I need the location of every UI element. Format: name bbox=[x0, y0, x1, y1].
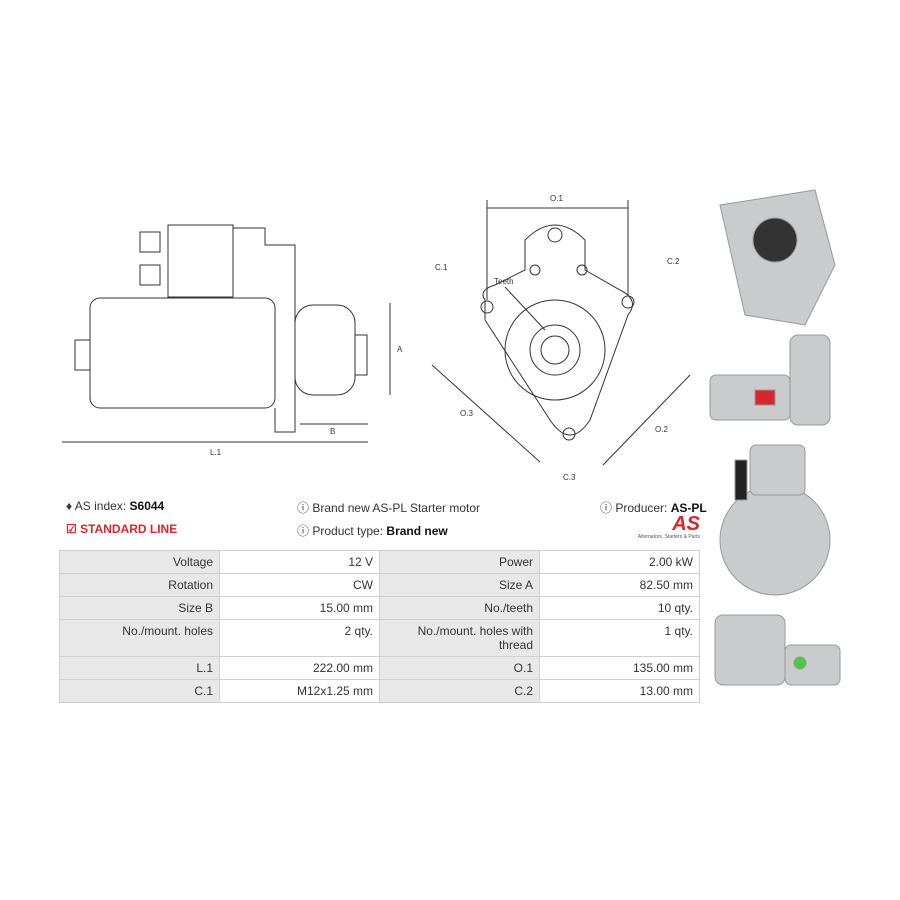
spec-label: Voltage bbox=[59, 550, 220, 574]
as-index-value: S6044 bbox=[129, 499, 165, 513]
technical-drawing: L.1 B A O.1 C.1 C.2 C.3 Teeth O.3 O.2 bbox=[62, 194, 691, 482]
label-teeth: Teeth bbox=[494, 277, 514, 286]
label-o1: O.1 bbox=[550, 194, 563, 203]
spec-label: Size B bbox=[59, 596, 220, 620]
spec-label: No./teeth bbox=[379, 596, 540, 620]
logo-tagline: Alternators, Starters & Parts bbox=[637, 534, 700, 540]
label-o2: O.2 bbox=[655, 425, 668, 434]
spec-label: L.1 bbox=[59, 656, 220, 680]
label-b: B bbox=[330, 427, 335, 436]
product-photo-front bbox=[719, 189, 836, 326]
spec-value: 2 qty. bbox=[219, 619, 380, 657]
product-photo-angle bbox=[714, 614, 841, 686]
info-icon: ⓘ bbox=[297, 524, 310, 538]
product-type-label: Product type: bbox=[312, 524, 384, 538]
checkbox-icon: ☑ bbox=[66, 522, 77, 536]
producer-label: Producer: bbox=[615, 501, 668, 515]
label-c1: C.1 bbox=[435, 263, 448, 272]
logo-text: AS bbox=[672, 513, 700, 535]
product-type: ⓘ Product type: Brand new bbox=[297, 522, 448, 539]
spec-label: No./mount. holes with thread bbox=[379, 619, 540, 657]
spec-label: C.2 bbox=[379, 679, 540, 703]
label-a: A bbox=[397, 345, 403, 354]
spec-value: 222.00 mm bbox=[219, 656, 380, 680]
spec-value: 135.00 mm bbox=[539, 656, 700, 680]
label-o3: O.3 bbox=[460, 409, 473, 418]
label-c2: C.2 bbox=[667, 257, 680, 266]
product-photo-side bbox=[709, 334, 831, 426]
spec-label: Power bbox=[379, 550, 540, 574]
description-text: Brand new AS-PL Starter motor bbox=[312, 501, 480, 515]
tag-icon: ♦ bbox=[66, 499, 73, 513]
producer-value: AS-PL bbox=[670, 501, 707, 515]
as-index: ♦ AS index: S6044 bbox=[66, 499, 164, 513]
standard-line-label: STANDARD LINE bbox=[80, 522, 178, 536]
info-icon: ⓘ bbox=[297, 501, 310, 515]
spec-value: 1 qty. bbox=[539, 619, 700, 657]
label-c3: C.3 bbox=[563, 473, 576, 482]
product-photos bbox=[709, 189, 841, 686]
spec-value: 2.00 kW bbox=[539, 550, 700, 574]
product-photo-rear bbox=[719, 444, 831, 596]
front-view-drawing bbox=[431, 200, 691, 466]
spec-value: 12 V bbox=[219, 550, 380, 574]
spec-value: 10 qty. bbox=[539, 596, 700, 620]
info-icon: ⓘ bbox=[600, 501, 613, 515]
description: ⓘ Brand new AS-PL Starter motor bbox=[297, 499, 480, 516]
spec-value: M12x1.25 mm bbox=[219, 679, 380, 703]
spec-value: 82.50 mm bbox=[539, 573, 700, 597]
spec-label: No./mount. holes bbox=[59, 619, 220, 657]
as-index-label: AS index: bbox=[74, 499, 127, 513]
spec-label: O.1 bbox=[379, 656, 540, 680]
spec-label: C.1 bbox=[59, 679, 220, 703]
spec-label: Size A bbox=[379, 573, 540, 597]
standard-line-badge: ☑ STANDARD LINE bbox=[66, 522, 177, 536]
spec-value: 13.00 mm bbox=[539, 679, 700, 703]
side-view-drawing bbox=[62, 224, 391, 443]
spec-value: CW bbox=[219, 573, 380, 597]
as-pl-logo: AS Alternators, Starters & Parts bbox=[620, 514, 700, 540]
spec-value: 15.00 mm bbox=[219, 596, 380, 620]
spec-label: Rotation bbox=[59, 573, 220, 597]
producer: ⓘ Producer: AS-PL bbox=[600, 499, 707, 516]
product-type-value: Brand new bbox=[386, 524, 448, 538]
label-l1: L.1 bbox=[210, 448, 222, 457]
